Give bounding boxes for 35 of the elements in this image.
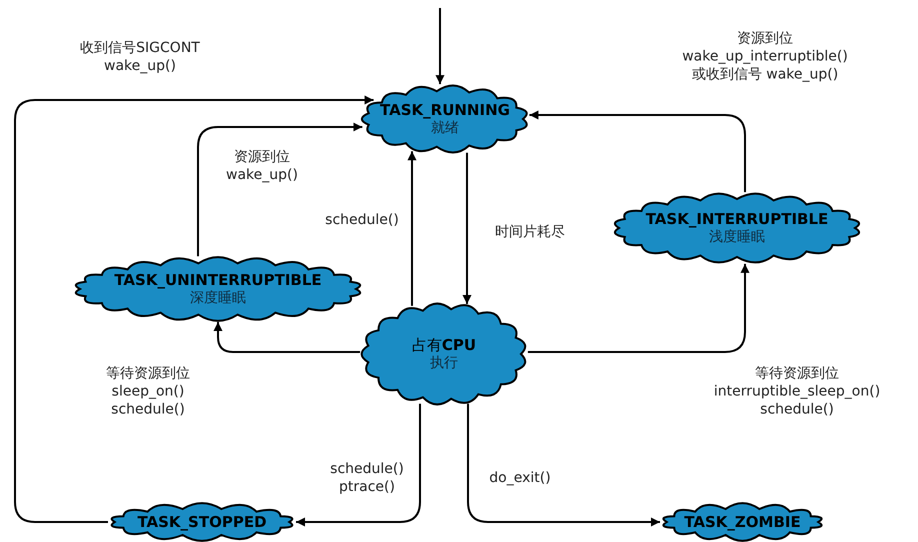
arrow [296, 404, 421, 526]
state-cloud [612, 192, 862, 264]
edge-label: schedule() [325, 210, 399, 230]
state-description: 执行 [430, 354, 458, 372]
arrow [197, 122, 362, 256]
state-cloud [360, 302, 528, 406]
state-description: 深度睡眠 [190, 290, 246, 308]
state-name: TASK_RUNNING [380, 100, 510, 120]
state-cloud [108, 502, 296, 542]
arrow [529, 110, 746, 192]
arrow [528, 264, 750, 353]
arrow [467, 404, 660, 526]
state-description: 浅度睡眠 [709, 228, 765, 246]
edge-label: 资源到位 wake_up() [226, 148, 298, 184]
edge-label: schedule() ptrace() [330, 460, 404, 496]
state-name: 占有CPU [412, 336, 476, 355]
arrow [14, 96, 374, 523]
arrow [408, 151, 416, 306]
edge-label: do_exit() [489, 468, 551, 488]
state-name: TASK_ZOMBIE [684, 512, 801, 532]
edge-label: 等待资源到位 sleep_on() schedule() [106, 364, 190, 420]
arrow [462, 152, 472, 304]
edge-label: 时间片耗尽 [495, 222, 565, 242]
state-cloud [360, 84, 530, 154]
arrow [214, 322, 360, 353]
state-name: TASK_UNINTERRUPTIBLE [114, 270, 322, 290]
state-cloud [73, 256, 363, 322]
edge-label: 资源到位 wake_up_interruptible() 或收到信号 wake_up() [682, 30, 848, 84]
arrow [436, 8, 444, 84]
state-name: TASK_INTERRUPTIBLE [646, 210, 828, 229]
edge-label: 等待资源到位 interruptible_sleep_on() schedule() [714, 364, 880, 420]
state-name: TASK_STOPPED [137, 512, 267, 532]
state-cloud [660, 502, 825, 542]
edge-label: 收到信号SIGCONT wake_up() [80, 38, 200, 76]
state-description: 就绪 [431, 120, 459, 138]
